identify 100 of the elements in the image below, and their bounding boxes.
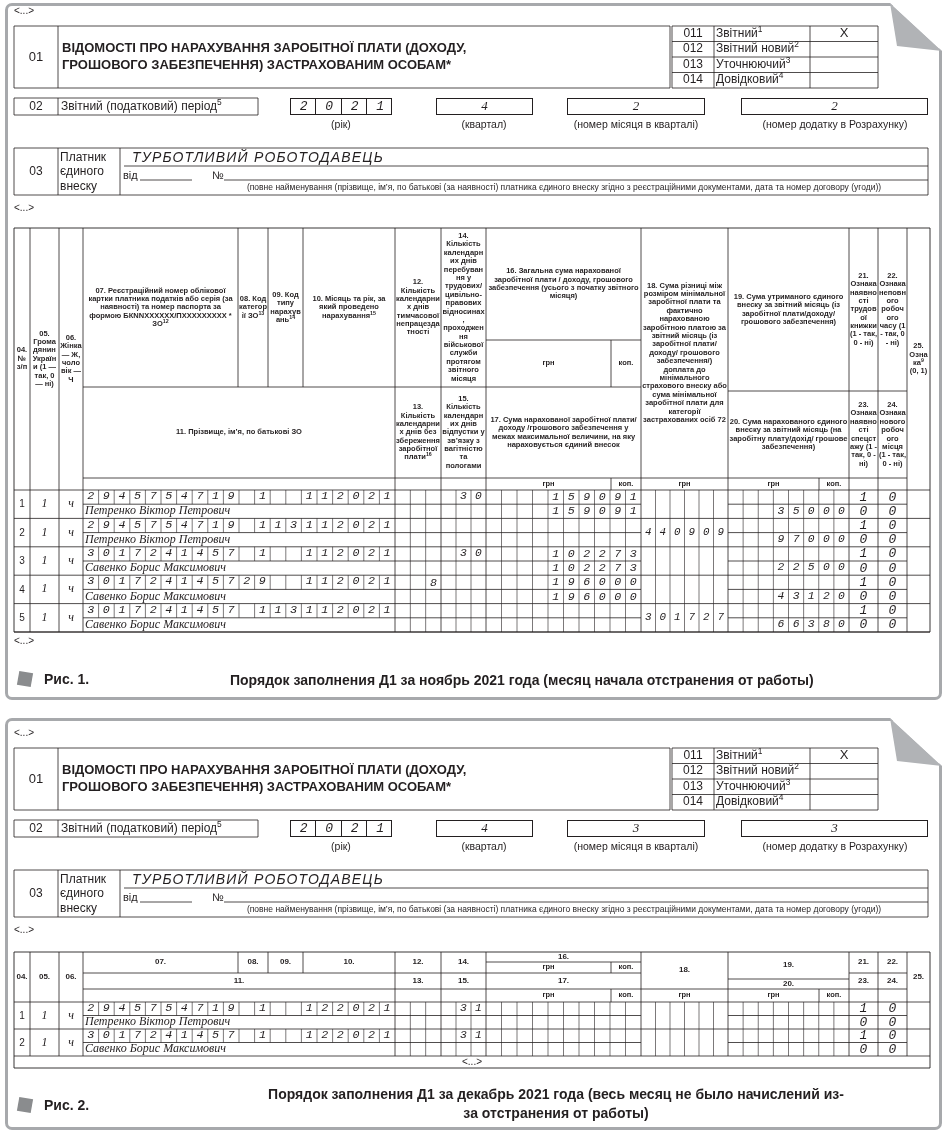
report-type-label: Звітний новий$^{2}$: [716, 764, 799, 779]
row-number: 4: [19, 583, 25, 596]
cell-digits: 1 1 2 0 2 1: [304, 604, 392, 617]
row-number: 1: [19, 1009, 25, 1022]
cell-digits: 1: [257, 1002, 267, 1015]
cell-digits: 1: [257, 548, 267, 560]
column-header: 15.: [457, 976, 470, 986]
field-label: №: [212, 890, 224, 904]
cell-digits: 3 1: [460, 1030, 484, 1042]
line-code: 013: [683, 57, 703, 72]
column-header: 10.: [343, 958, 355, 967]
report-type-label: Уточнюючий$^{3}$: [716, 779, 791, 794]
cell-digits: 1 1 3: [257, 519, 298, 532]
person-name: Петренко Віктор Петрович: [85, 504, 231, 519]
year-field: 2 0 2 1: [290, 820, 392, 837]
column-header: 11.: [233, 976, 245, 986]
ellipsis-mark: <...>: [14, 634, 34, 647]
citizenship-code: 1: [41, 610, 48, 625]
gender-code: ч: [68, 582, 74, 597]
gender-code: ч: [68, 525, 74, 540]
cell-digits: 3 0 1 7 2 4 1 4 5 7: [86, 548, 236, 560]
cell-digits: 1: [257, 491, 267, 503]
citizenship-code: 1: [41, 1035, 48, 1050]
cell-digits: 1: [859, 490, 876, 504]
cell-digits: 1 1 2 0 2 1: [304, 519, 392, 532]
cell-digits: 1 5 9 0 9 1: [552, 491, 639, 503]
cell-digits: 3 0 1 7 2 4 1 4 5 7: [86, 604, 236, 617]
cell-digits: 0: [888, 1042, 905, 1056]
cell-digits: 1: [859, 604, 876, 618]
column-header: 18.: [678, 966, 691, 975]
cell-digits: 1 0 2 2 7 3: [552, 548, 639, 560]
column-header: 16.: [557, 952, 570, 962]
cell-digits: 0: [888, 519, 905, 532]
figure-panel: [5, 718, 942, 1130]
gender-code: ч: [68, 610, 74, 625]
quarter-field: 4: [436, 820, 533, 837]
cell-digits: 3 0: [460, 548, 484, 560]
cell-digits: 4 3 1 2 0: [777, 590, 847, 603]
line-code: 012: [683, 42, 703, 57]
line-code: 013: [683, 779, 703, 794]
figure-panel: [5, 3, 942, 700]
ellipsis-mark: <...>: [14, 924, 34, 936]
appendix-number-field: 2: [741, 98, 928, 115]
cell-digits: 2 9 4 5 7 5 4 7 1 9: [86, 519, 236, 532]
cell-digits: 4 4 0 9 0 9: [645, 527, 726, 538]
figure-label: Рис. 1.: [44, 670, 90, 688]
citizenship-code: 1: [41, 497, 48, 512]
cell-digits: 1 1 2 0 2 1: [304, 548, 392, 560]
cell-digits: 1: [257, 1029, 267, 1042]
cell-digits: 1 1 2 0 2 1: [304, 491, 392, 503]
gender-code: ч: [68, 554, 74, 568]
cell-digits: 1 1 2 0 2 1: [304, 576, 392, 589]
column-header: 21.: [857, 958, 870, 967]
payer-name-value: ТУРБОТЛИВИЙ РОБОТОДАВЕЦЬ: [132, 149, 385, 166]
person-name: Савенко Борис Максимович: [85, 561, 227, 575]
gender-code: ч: [68, 1035, 74, 1050]
cell-digits: 3 0 1 7 2 7: [645, 612, 726, 624]
column-header: 19.: [782, 961, 795, 970]
citizenship-code: 1: [41, 582, 48, 597]
field-label: Платник єдиного внеску: [60, 149, 108, 194]
cell-digits: 0: [888, 504, 905, 518]
cell-digits: 0: [888, 1002, 905, 1016]
citizenship-code: 1: [41, 554, 48, 568]
column-header: 17.: [557, 976, 570, 986]
field-caption: (номер додатку в Розрахунку): [762, 839, 908, 853]
cell-digits: 0: [888, 590, 905, 603]
column-header: 06.: [65, 972, 77, 982]
cell-digits: 1 1 3: [257, 604, 298, 617]
column-header: 07.: [154, 958, 167, 967]
person-name: Савенко Борис Максимович: [85, 589, 227, 604]
field-caption: (номер додатку в Розрахунку): [762, 117, 908, 131]
cell-digits: 1: [859, 1029, 876, 1043]
cell-digits: 9 7 0 0 0: [777, 534, 847, 546]
appendix-number-field: 3: [741, 820, 928, 837]
field-label: №: [212, 168, 224, 182]
cell-digits: 0: [888, 547, 905, 561]
row-number: 2: [19, 526, 25, 539]
row-number: 2: [19, 1036, 25, 1049]
cell-digits: 1 9 6 0 0 0: [552, 576, 639, 589]
row-number: 1: [19, 498, 25, 510]
cell-digits: 2 9 4 5 7 5 4 7 1 9: [86, 491, 236, 503]
form-title: ВІДОМОСТІ ПРО НАРАХУВАННЯ ЗАРОБІТНОЇ ПЛАТИ (ДОХОДУ, ГРОШОВОГО ЗАБЕЗПЕЧЕННЯ) ЗАСТРАХОВАНИМ ОСОБАМ*: [62, 40, 468, 74]
line-code: 012: [683, 764, 703, 779]
column-header: 25.: [912, 972, 925, 982]
column-header: 04.: [16, 972, 28, 982]
cell-digits: 0: [859, 561, 876, 575]
cell-digits: 0: [859, 533, 876, 547]
cell-digits: 0: [859, 1015, 876, 1029]
field-label: від: [123, 168, 138, 182]
cell-digits: 1 9 6 0 0 0: [552, 590, 639, 603]
field-caption: (рік): [331, 839, 351, 853]
report-type-label: Звітний$^{1}$: [716, 748, 763, 763]
cell-digits: 1 0 2 2 7 3: [552, 562, 639, 574]
section-number: 03: [29, 886, 43, 901]
month-field: 3: [567, 820, 705, 837]
cell-digits: 0: [859, 618, 876, 632]
column-header: 13.: [412, 976, 424, 986]
field-caption: (квартал): [461, 839, 507, 853]
cell-digits: 3 0: [460, 491, 484, 503]
cell-digits: 3 0 1 7 2 4 1 4 5 7: [87, 1029, 236, 1042]
